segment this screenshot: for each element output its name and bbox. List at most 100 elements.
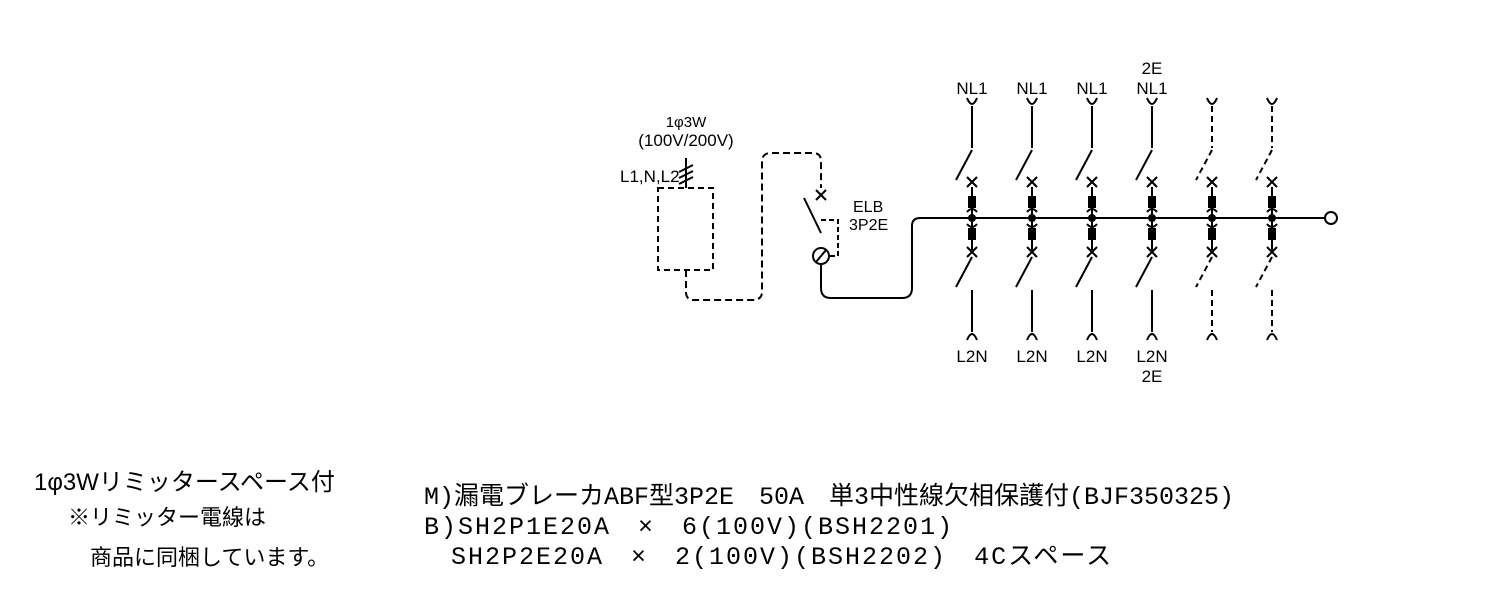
branch-4-bottom-extra-label: 2E (1142, 367, 1163, 386)
top-terminal (1146, 97, 1158, 105)
branch-breaker (1015, 97, 1038, 341)
top-switch-blade (1015, 149, 1033, 181)
pole-arc (1146, 223, 1158, 228)
pole-mark (1028, 228, 1036, 240)
pole-arc (1026, 208, 1038, 213)
bottom-cross-mark (966, 246, 978, 258)
bus-junction (1088, 214, 1096, 222)
pole-arc (1026, 223, 1038, 228)
top-cross-mark (1026, 176, 1038, 188)
pole-mark (1088, 196, 1096, 208)
bus-junction (1148, 214, 1156, 222)
spec-main-breaker: M)漏電ブレーカABF型3P2E 50A 単3中性線欠相保護付(BJF35032… (424, 483, 1235, 512)
top-terminal (1206, 97, 1218, 105)
spec-branch-breaker-2: SH2P2E20A × 2(100V)(BSH2202) 4Cスペース (424, 543, 1114, 572)
bottom-switch-blade (955, 256, 973, 288)
branch-4-top-extra-label: 2E (1142, 59, 1163, 78)
limiter-space-box (657, 187, 714, 271)
limiter-wire (685, 152, 822, 301)
bottom-switch-blade (1255, 256, 1273, 288)
bottom-cross-mark (1206, 246, 1218, 258)
bottom-switch-blade (1195, 256, 1213, 288)
spare-branch-space (1195, 97, 1218, 341)
bottom-switch-blade (1015, 256, 1033, 288)
branch-4-bottom-label: L2N (1136, 347, 1167, 366)
top-switch-blade (955, 149, 973, 181)
spec-branch-breaker-1: B)SH2P1E20A × 6(100V)(BSH2201) (424, 513, 955, 542)
bottom-cross-mark (1146, 246, 1158, 258)
supply-voltage-label: (100V/200V) (638, 131, 733, 150)
three-wire-mark (678, 158, 694, 188)
top-switch-blade (1255, 149, 1273, 181)
bottom-cross-mark (1086, 246, 1098, 258)
top-cross-mark (1206, 176, 1218, 188)
top-cross-mark (1146, 176, 1158, 188)
bottom-switch-blade (1135, 256, 1153, 288)
pole-mark (1088, 228, 1096, 240)
top-switch-blade (1195, 149, 1213, 181)
pole-arc (1266, 223, 1278, 228)
branch-2-bottom-label: L2N (1016, 347, 1047, 366)
pole-arc (1146, 208, 1158, 213)
branch-1-bottom-label: L2N (956, 347, 987, 366)
bottom-switch-blade (1075, 256, 1093, 288)
branch-3-bottom-label: L2N (1076, 347, 1107, 366)
pole-mark (1148, 196, 1156, 208)
branch-2-top-label: NL1 (1016, 79, 1047, 98)
pole-mark (1208, 228, 1216, 240)
limiter-note-line1: 1φ3Wリミッタースペース付 (34, 469, 335, 496)
bottom-terminal (966, 333, 978, 341)
pole-arc (1206, 208, 1218, 213)
bottom-terminal (1086, 333, 1098, 341)
branch-breaker (1135, 97, 1158, 341)
bottom-cross-mark (1026, 246, 1038, 258)
elb-label: ELB (853, 199, 883, 216)
top-switch-blade (1135, 149, 1153, 181)
pole-arc (1206, 223, 1218, 228)
bottom-terminal (1266, 333, 1278, 341)
pole-mark (1148, 228, 1156, 240)
bus-junction (1268, 214, 1276, 222)
top-cross-mark (966, 176, 978, 188)
pole-mark (1268, 228, 1276, 240)
pole-arc (1266, 208, 1278, 213)
elb-to-bus-wire (820, 217, 1328, 299)
pole-mark (968, 196, 976, 208)
bottom-cross-mark (1266, 246, 1278, 258)
top-terminal (1026, 97, 1038, 105)
pole-arc (1086, 223, 1098, 228)
supply-lines-label: L1,N,L2 (620, 167, 680, 186)
pole-mark (1208, 196, 1216, 208)
branch-breaker (955, 97, 978, 341)
top-terminal (966, 97, 978, 105)
branch-4-top-label: NL1 (1136, 79, 1167, 98)
pole-arc (966, 208, 978, 213)
bottom-terminal (1206, 333, 1218, 341)
branch-1-top-label: NL1 (956, 79, 987, 98)
pole-arc (1086, 208, 1098, 213)
bus-junction (1028, 214, 1036, 222)
top-switch-blade (1075, 149, 1093, 181)
supply-phase-label: 1φ3W (666, 114, 707, 131)
top-terminal (1086, 97, 1098, 105)
pole-mark (1028, 196, 1036, 208)
top-terminal (1266, 97, 1278, 105)
bottom-terminal (1146, 333, 1158, 341)
pole-mark (968, 228, 976, 240)
limiter-note-line2: ※リミッター電線は (68, 505, 267, 530)
top-cross-mark (1266, 176, 1278, 188)
branch-breaker (1075, 97, 1098, 341)
bus-junction (1208, 214, 1216, 222)
bottom-terminal (1026, 333, 1038, 341)
pole-mark (1268, 196, 1276, 208)
bus-junction (968, 214, 976, 222)
elb-switch (803, 189, 839, 288)
bus-terminal (1324, 211, 1338, 225)
elb-type-label: 3P2E (849, 217, 888, 234)
spare-branch-space (1255, 97, 1278, 341)
branch-3-top-label: NL1 (1076, 79, 1107, 98)
limiter-note-line3: 商品に同梱しています。 (90, 545, 330, 570)
top-cross-mark (1086, 176, 1098, 188)
pole-arc (966, 223, 978, 228)
